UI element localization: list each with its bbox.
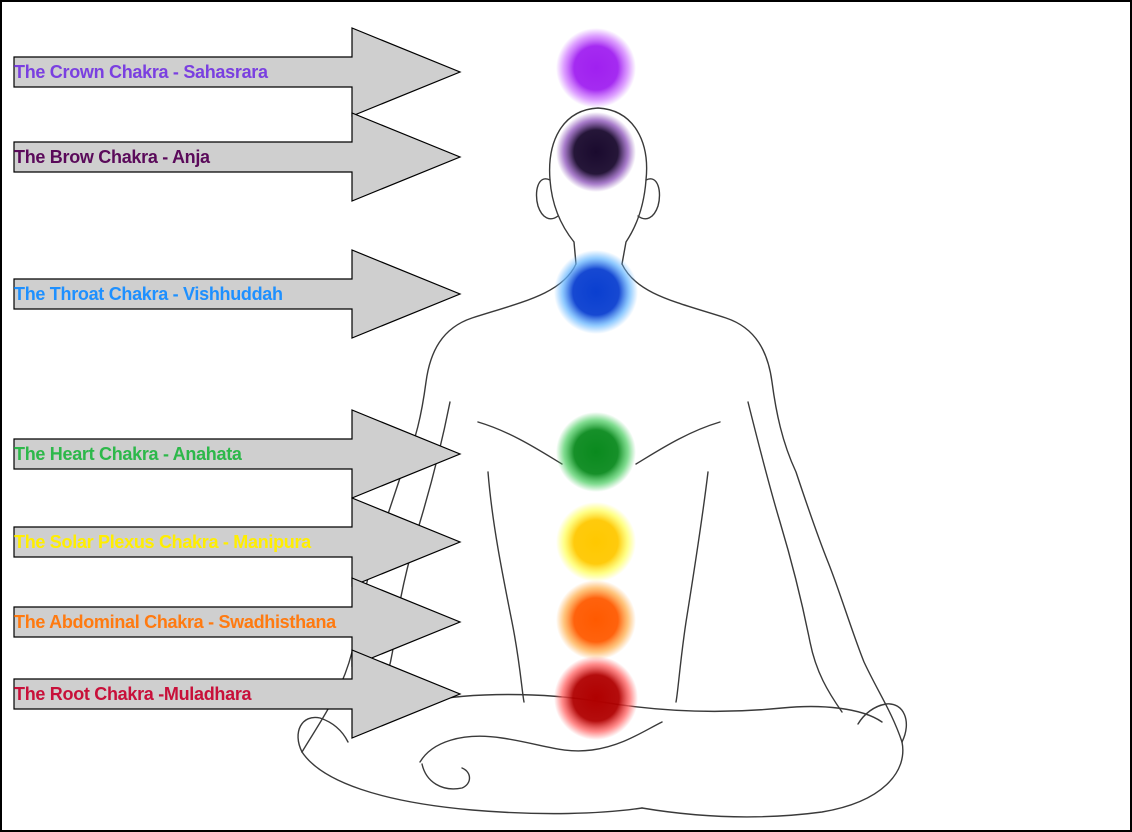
chakra-label: The Root Chakra -Muladhara	[14, 683, 251, 705]
chakra-orb	[556, 28, 636, 108]
figure-foot-curl	[422, 764, 470, 789]
figure-chest-right	[636, 422, 720, 464]
chakra-orb	[554, 250, 638, 334]
figure-lap-right	[642, 742, 903, 817]
chakra-label: The Heart Chakra - Anahata	[14, 443, 242, 465]
figure-foot-left	[420, 722, 662, 762]
chakra-label: The Abdominal Chakra - Swadhisthana	[14, 611, 336, 633]
figure-torso-right	[676, 472, 708, 702]
figure-right-ear	[638, 179, 660, 219]
figure-lap-left	[302, 752, 642, 814]
chakra-label: The Crown Chakra - Sahasrara	[14, 61, 268, 83]
figure-right-shoulder	[622, 264, 902, 742]
figure-right-hand	[858, 704, 906, 742]
chakra-orb	[556, 112, 636, 192]
figure-crossed-leg	[422, 695, 882, 723]
figure-chest-left	[478, 422, 562, 464]
chakra-orb	[556, 580, 636, 660]
chakra-label: The Solar Plexus Chakra - Manipura	[14, 531, 311, 553]
chakra-orb	[556, 502, 636, 582]
chakra-label: The Throat Chakra - Vishhuddah	[14, 283, 283, 305]
chakra-orb	[554, 656, 638, 740]
figure-left-ear	[537, 179, 559, 219]
figure-right-inner-arm	[748, 402, 842, 712]
chakra-orb	[556, 412, 636, 492]
chakra-orbs	[554, 28, 638, 740]
chakra-label: The Brow Chakra - Anja	[14, 146, 210, 168]
figure-torso-left	[488, 472, 524, 702]
